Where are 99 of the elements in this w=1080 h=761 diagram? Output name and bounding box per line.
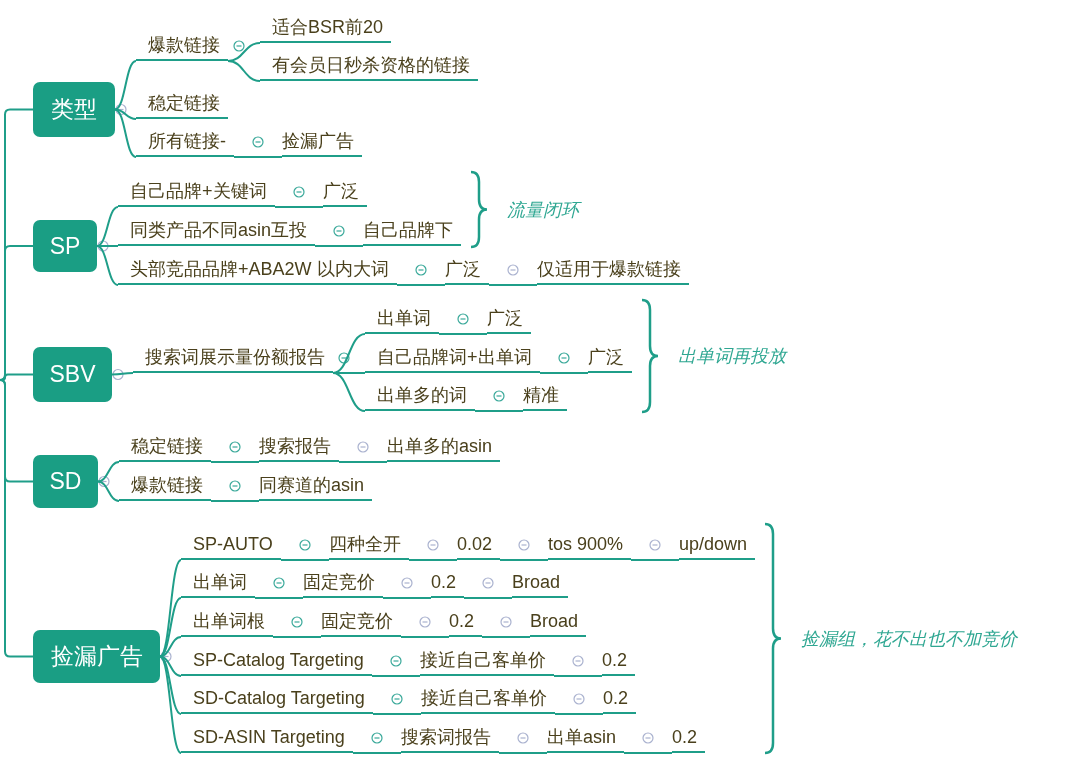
branch-connector [114,60,137,111]
branch-label: SD-ASIN Targeting [181,723,353,753]
topic-box: SD [33,455,98,508]
branch-label: 出单多的词 [365,381,475,411]
branch-connector [97,461,120,483]
branch-label: 适合BSR前20 [260,13,392,43]
branch-label: 广泛 [323,177,367,207]
topic-box: 类型 [33,82,115,137]
branch-label: 接近自己客单价 [420,646,554,676]
branch-label: 固定竞价 [321,607,401,637]
branch-connector [254,597,304,599]
branch-label: 同赛道的asin [259,471,373,501]
branch-label: 自己品牌+关键词 [118,177,275,207]
branch-label: 所有链接- [136,127,234,157]
branch-label: 出单asin [547,723,625,753]
branch-label: 稳定链接 [136,89,228,119]
topic-box: SP [33,220,97,272]
branch-label: 出单词 [181,568,255,598]
branch-label: 有会员日秒杀资格的链接 [260,51,478,81]
branch-connector [396,284,446,286]
trunk-connector [0,379,34,658]
summary-note: 捡漏组，花不出也不加竞价 [801,627,1017,651]
branch-connector [474,410,524,412]
branch-connector [408,559,458,561]
branch-connector [280,559,330,561]
branch-connector [400,636,450,638]
branch-connector [96,245,119,247]
branch-label: 0.2 [602,646,636,676]
branch-connector [623,752,673,754]
branch-label: 搜索词展示量份额报告 [133,343,333,373]
branch-label: tos 900% [548,530,632,560]
branch-connector [372,713,422,715]
branch-connector [332,372,366,412]
branch-label: 爆款链接 [119,471,211,501]
branch-connector [159,559,182,658]
branch-connector [210,461,260,463]
topic-box: 捡漏广告 [33,630,160,683]
branch-label: 固定竞价 [303,568,383,598]
branch-label: 广泛 [588,343,632,373]
branch-label: 0.2 [672,723,706,753]
branch-label: 0.2 [603,684,637,714]
branch-label: 稳定链接 [119,432,211,462]
branch-connector [111,372,134,376]
branch-connector [96,245,119,286]
branch-label: 搜索报告 [259,432,339,462]
branch-label: 出单多的asin [387,432,501,462]
branch-label: Broad [530,607,587,637]
branch-connector [338,461,388,463]
branch-connector [463,597,513,599]
branch-label: 0.2 [431,568,465,598]
branch-label: Broad [512,568,569,598]
branch-label: 精准 [523,381,567,411]
branch-connector [227,60,261,82]
trunk-connector [0,245,34,381]
branch-label: 仅适用于爆款链接 [537,255,689,285]
branch-connector [554,713,604,715]
branch-label: 广泛 [445,255,489,285]
branch-connector [96,206,119,247]
branch-connector [352,752,402,754]
branch-connector [630,559,680,561]
branch-connector [382,597,432,599]
branch-connector [159,597,182,658]
branch-connector [481,636,531,638]
branch-label: 出单词 [365,304,439,334]
branch-connector [539,372,589,374]
branch-connector [210,500,260,502]
branch-label: 捡漏广告 [282,127,362,157]
branch-label: SP-AUTO [181,530,281,560]
topic-box: SBV [33,347,112,402]
branch-connector [371,675,421,677]
branch-label: 爆款链接 [136,31,228,61]
branch-connector [499,559,549,561]
branch-label: 0.2 [449,607,483,637]
branch-label: 0.02 [457,530,501,560]
branch-label: SD-Catalog Targeting [181,684,373,714]
branch-connector [272,636,322,638]
branch-label: 同类产品不同asin互投 [118,216,316,246]
trunk-connector [0,373,34,381]
branch-label: 出单词根 [181,607,273,637]
summary-note: 出单词再投放 [678,345,786,368]
branch-connector [488,284,538,286]
branch-label: 四种全开 [329,530,409,560]
branch-label: 搜索词报告 [401,723,499,753]
branch-label: 广泛 [487,304,531,334]
branch-connector [314,245,364,247]
branch-connector [97,480,120,502]
branch-label: 自己品牌下 [363,216,461,246]
branch-connector [159,655,182,754]
branch-connector [498,752,548,754]
branch-label: SP-Catalog Targeting [181,646,372,676]
branch-connector [114,108,137,158]
branch-label: 头部竞品品牌+ABA2W 以内大词 [118,255,397,285]
branch-connector [438,333,488,335]
branch-connector [553,675,603,677]
branch-connector [274,206,324,208]
branch-label: 接近自己客单价 [421,684,555,714]
branch-label: 自己品牌词+出单词 [365,343,540,373]
branch-label: up/down [679,530,756,560]
branch-connector [233,156,283,158]
